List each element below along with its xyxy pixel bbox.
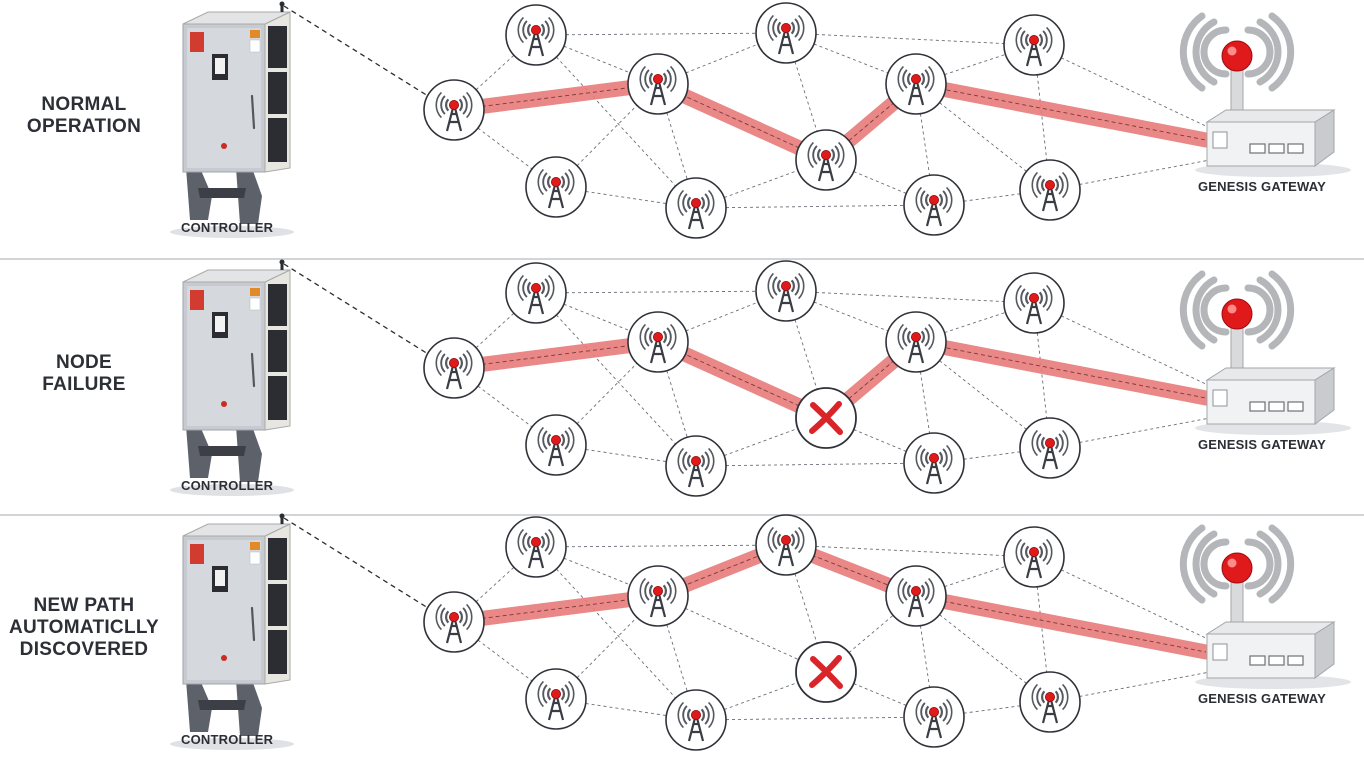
wireless-gateway-icon [1179, 12, 1351, 177]
node-radio-tower-icon [505, 4, 567, 66]
panel-node-failure: NODE FAILURE CONTROLLER GENESIS GATEWAY [0, 258, 1364, 513]
node-radio-tower-icon [885, 565, 947, 627]
node-radio-tower-icon [627, 53, 689, 115]
node-radio-tower-icon [903, 432, 965, 494]
node-radio-tower-icon [423, 591, 485, 653]
node-radio-tower-icon [423, 337, 485, 399]
wireless-gateway-icon [1179, 524, 1351, 689]
node-radio-tower-icon [423, 79, 485, 141]
panel-divider [0, 514, 1364, 516]
panel-normal-operation: NORMAL OPERATION CONTROLLER GENESIS GATEWA… [0, 0, 1364, 255]
wireless-gateway-icon [1179, 270, 1351, 435]
node-radio-tower-icon [1003, 272, 1065, 334]
controller-link [283, 263, 429, 355]
node-radio-tower-icon [525, 414, 587, 476]
node-radio-tower-icon [525, 668, 587, 730]
node-radio-tower-icon [1003, 526, 1065, 588]
scenario-label: NORMAL OPERATION [26, 94, 142, 137]
node-radio-tower-icon [665, 177, 727, 239]
failed-node-x-mark-icon [795, 641, 857, 703]
node-radio-tower-icon [627, 311, 689, 373]
node-radio-tower-icon [665, 435, 727, 497]
node-radio-tower-icon [1019, 417, 1081, 479]
panel-new-path: NEW PATH AUTOMATICLLY DISCOVERED CONTROLL… [0, 512, 1364, 767]
node-radio-tower-icon [505, 516, 567, 578]
controller-link [283, 5, 429, 97]
scenario-label: NEW PATH AUTOMATICLLY DISCOVERED [9, 595, 159, 660]
node-radio-tower-icon [755, 260, 817, 322]
node-radio-tower-icon [1019, 159, 1081, 221]
failed-node-x-mark-icon [795, 387, 857, 449]
panel-divider [0, 258, 1364, 260]
node-radio-tower-icon [795, 129, 857, 191]
node-radio-tower-icon [903, 686, 965, 748]
mesh-network-diagram [170, 259, 1351, 497]
gateway-label: GENESIS GATEWAY [1198, 179, 1326, 194]
controller-label: CONTROLLER [181, 732, 274, 747]
gateway-label: GENESIS GATEWAY [1198, 437, 1326, 452]
node-radio-tower-icon [505, 262, 567, 324]
node-radio-tower-icon [755, 514, 817, 576]
node-radio-tower-icon [885, 53, 947, 115]
controller-cabinet-icon [170, 513, 294, 750]
mesh-network-diagram [170, 1, 1351, 239]
node-radio-tower-icon [903, 174, 965, 236]
node-radio-tower-icon [885, 311, 947, 373]
controller-label: CONTROLLER [181, 220, 274, 235]
scenario-label: NODE FAILURE [42, 352, 126, 395]
gateway-label: GENESIS GATEWAY [1198, 691, 1326, 706]
controller-label: CONTROLLER [181, 478, 274, 493]
node-radio-tower-icon [1003, 14, 1065, 76]
active-route-path [446, 537, 1214, 660]
controller-link [283, 517, 429, 609]
controller-cabinet-icon [170, 259, 294, 496]
node-radio-tower-icon [627, 565, 689, 627]
node-radio-tower-icon [1019, 671, 1081, 733]
node-radio-tower-icon [665, 689, 727, 751]
node-radio-tower-icon [525, 156, 587, 218]
mesh-network-diagram [170, 513, 1351, 751]
node-radio-tower-icon [755, 2, 817, 64]
controller-cabinet-icon [170, 1, 294, 238]
